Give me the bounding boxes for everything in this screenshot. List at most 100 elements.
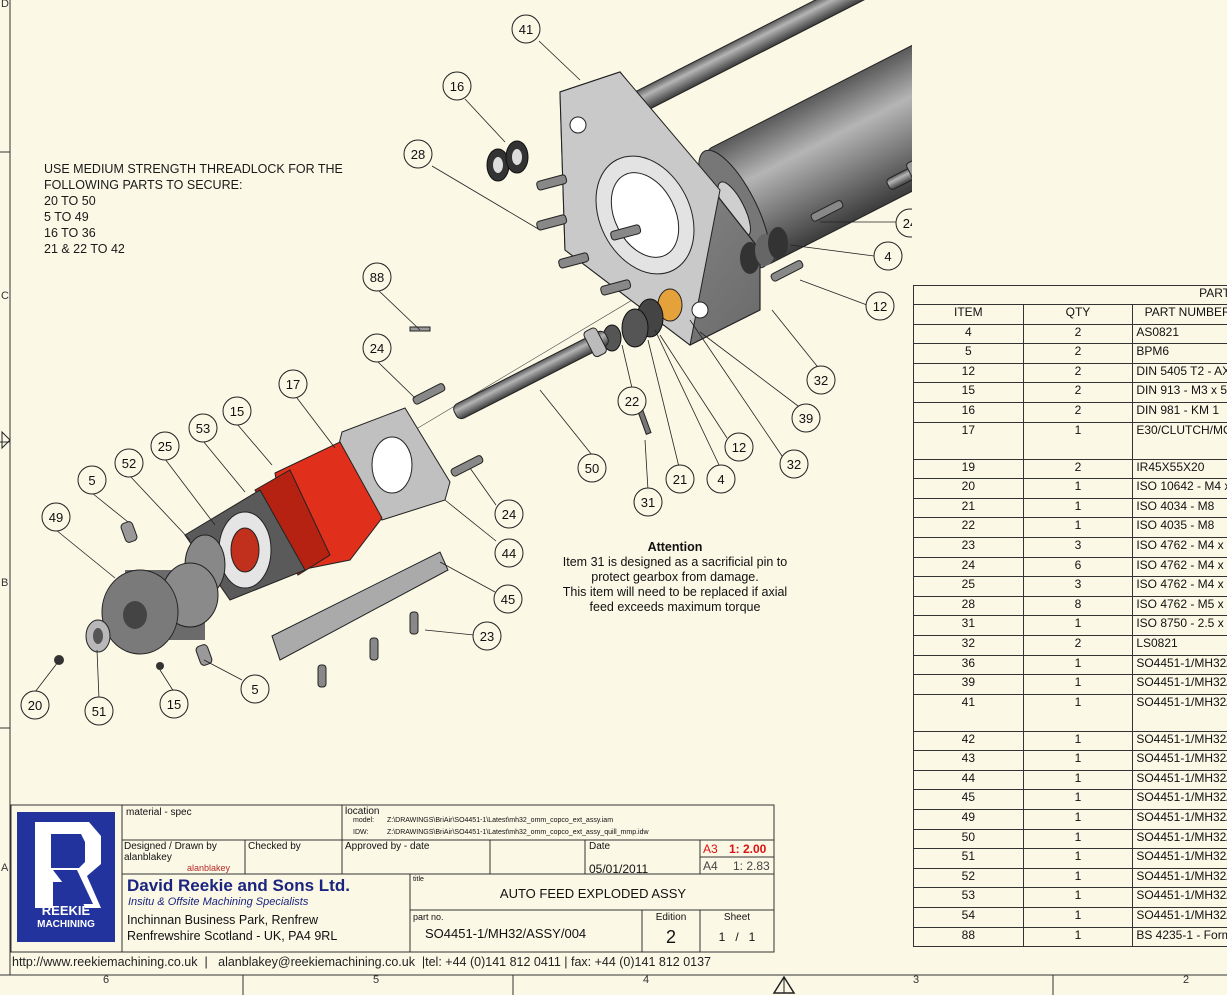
part-item-number: 53 xyxy=(913,887,1024,909)
balloon-label: 15 xyxy=(167,697,181,712)
attention-note: Attention Item 31 is designed as a sacri… xyxy=(540,540,810,615)
balloon-label: 44 xyxy=(502,546,516,561)
attention-line: This item will need to be replaced if ax… xyxy=(562,585,788,599)
balloon-label: 51 xyxy=(92,704,106,719)
logo-text-reekie: REEKIE xyxy=(41,903,91,918)
part-qty: 1 xyxy=(1022,926,1134,948)
balloon-label: 15 xyxy=(230,404,244,419)
address-line-1: Inchinnan Business Park, Renfrew xyxy=(127,913,319,927)
part-qty: 1 xyxy=(1022,828,1134,850)
part-number-cell: SO4451-1/MH32/027 xyxy=(1132,828,1227,850)
company-name: David Reekie and Sons Ltd. xyxy=(127,876,350,895)
edition-label: Edition xyxy=(655,912,687,923)
part-number-cell: ISO 4762 - M4 x 20 xyxy=(1132,556,1227,578)
part-item-number: 51 xyxy=(913,848,1024,869)
part-qty: 1 xyxy=(1022,615,1134,636)
model-path: Z:\DRAWINGS\BriAir\SO4451-1\Latest\mh32_… xyxy=(387,817,614,824)
part-item-number: 50 xyxy=(913,828,1024,850)
part-item-number: 21 xyxy=(913,497,1024,519)
part-qty: 1 xyxy=(1022,867,1134,889)
balloon-label: 22 xyxy=(625,394,639,409)
part-number-cell: SO4451-1/MH32/022 xyxy=(1132,789,1227,811)
balloon-label: 24 xyxy=(502,507,516,522)
part-qty: 1 xyxy=(1022,674,1134,695)
part-item-number: 31 xyxy=(913,615,1024,636)
company-logo xyxy=(17,812,115,942)
part-number-cell: SO4451-1/MH32/005 xyxy=(1132,654,1227,676)
zone-col-5: 5 xyxy=(373,974,380,986)
balloon-label: 31 xyxy=(641,495,655,510)
date-label: Date xyxy=(589,841,611,852)
balloon-label: 23 xyxy=(480,629,494,644)
balloon-label: 52 xyxy=(122,456,136,471)
part-item-number: 19 xyxy=(913,458,1024,480)
part-item-number: 28 xyxy=(913,595,1024,617)
part-number-cell: SO4451-1/MH32/030 xyxy=(1132,887,1227,909)
note-line: 20 TO 50 xyxy=(44,194,96,208)
idw-path: Z:\DRAWINGS\BriAir\SO4451-1\Latest\mh32_… xyxy=(387,829,649,836)
part-item-number: 20 xyxy=(913,478,1024,499)
part-qty: 3 xyxy=(1022,576,1134,597)
part-number-cell: BS 4235-1 - Form A 2x2x10 xyxy=(1132,926,1227,948)
part-number-cell: ISO 4762 - M5 x 20 xyxy=(1132,595,1227,617)
part-item-number: 43 xyxy=(913,750,1024,771)
part-number-cell: ISO 4034 - M8 xyxy=(1132,497,1227,519)
zone-col-4: 4 xyxy=(643,974,650,986)
drawing-title: AUTO FEED EXPLODED ASSY xyxy=(499,886,687,901)
zone-row-b: B xyxy=(1,577,9,589)
part-number-cell: SO4451-1/MH32/021 xyxy=(1132,769,1227,791)
designer-signature: alanblakey xyxy=(187,863,231,873)
part-qty: 1 xyxy=(1022,693,1134,732)
part-item-number: 17 xyxy=(913,421,1024,460)
part-item-number: 22 xyxy=(913,517,1024,538)
zone-row-d: D xyxy=(1,0,9,10)
part-number-cell: DIN 5405 T2 - AXK0821 - 8 xyxy=(1132,362,1227,384)
zone-row-a: A xyxy=(1,862,9,874)
balloon-label: 4 xyxy=(884,249,891,264)
part-item-number: 12 xyxy=(913,362,1024,384)
col-header-qty: QTY xyxy=(1022,304,1134,325)
part-qty: 3 xyxy=(1022,536,1134,558)
part-item-number: 4 xyxy=(913,323,1024,345)
attention-line: Item 31 is designed as a sacrificial pin… xyxy=(562,555,788,569)
col-header-item: ITEM xyxy=(913,304,1024,325)
part-number-cell: LS0821 xyxy=(1132,634,1227,656)
location-label: location xyxy=(345,806,380,817)
part-number-cell: ISO 4762 - M4 x 10 xyxy=(1132,536,1227,558)
part-item-number: 42 xyxy=(913,730,1024,752)
part-number-cell: SO4451-1/MH32/004 xyxy=(1132,693,1227,732)
part-number-cell: DIN 913 - M3 x 5 xyxy=(1132,382,1227,403)
title-label: title xyxy=(413,876,424,883)
balloon-label: 45 xyxy=(501,592,515,607)
part-qty: 8 xyxy=(1022,595,1134,617)
part-item-number: 88 xyxy=(913,926,1024,948)
balloon-label: 39 xyxy=(799,411,813,426)
part-item-number: 49 xyxy=(913,809,1024,830)
sheet-label: Sheet xyxy=(723,912,751,923)
parts-list-title: PART xyxy=(913,285,1227,305)
part-number-cell: SO4451-1/MH32/028 xyxy=(1132,848,1227,869)
balloon-label: 32 xyxy=(814,373,828,388)
motor-cylinder xyxy=(698,3,912,269)
part-qty: 6 xyxy=(1022,556,1134,578)
part-item-number: 24 xyxy=(913,556,1024,578)
part-number-cell: SO4451-1/MH32/007 xyxy=(1132,750,1227,771)
material-label: material - spec xyxy=(126,807,192,818)
